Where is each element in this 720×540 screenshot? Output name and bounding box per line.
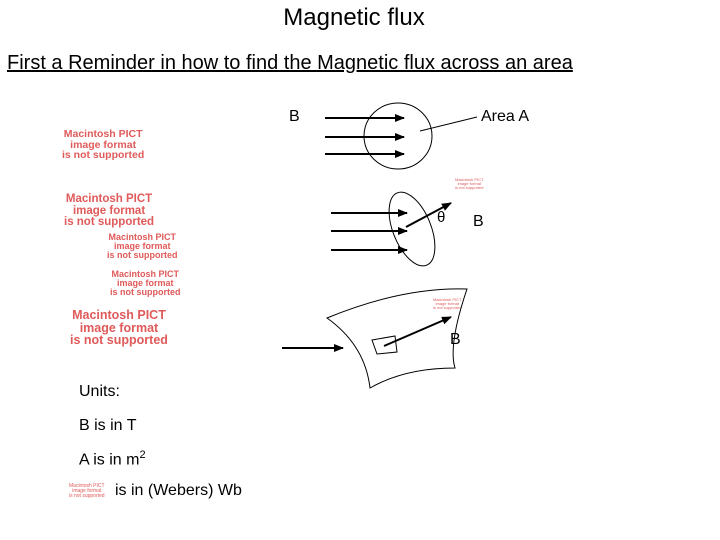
normal-vector-arrow: [405, 202, 452, 228]
label-field-b-bottom: B: [450, 331, 461, 348]
unit-a-text: A is in m: [79, 451, 140, 469]
surface-normal-arrow: [383, 316, 452, 347]
unit-b: B is in T: [79, 417, 137, 434]
label-field-b-middle: B: [473, 213, 484, 230]
unit-a-exponent: 2: [139, 449, 146, 461]
slide-subtitle: First a Reminder in how to find the Magn…: [7, 52, 573, 74]
slide-title: Magnetic flux: [283, 4, 425, 31]
unit-a: A is in m2: [79, 450, 146, 468]
units-heading: Units:: [79, 383, 120, 400]
label-theta: θ: [437, 209, 446, 226]
area-pointer-line: [419, 116, 478, 132]
area-circle: [363, 102, 433, 170]
label-field-b-top: B: [289, 108, 300, 125]
surface-element: [371, 335, 398, 355]
unit-flux: is in (Webers) Wb: [115, 482, 242, 499]
label-area-a: Area A: [481, 108, 530, 125]
tilted-loop: [388, 191, 436, 267]
field-lines-middle: [331, 209, 408, 254]
curved-surface: [325, 288, 468, 389]
